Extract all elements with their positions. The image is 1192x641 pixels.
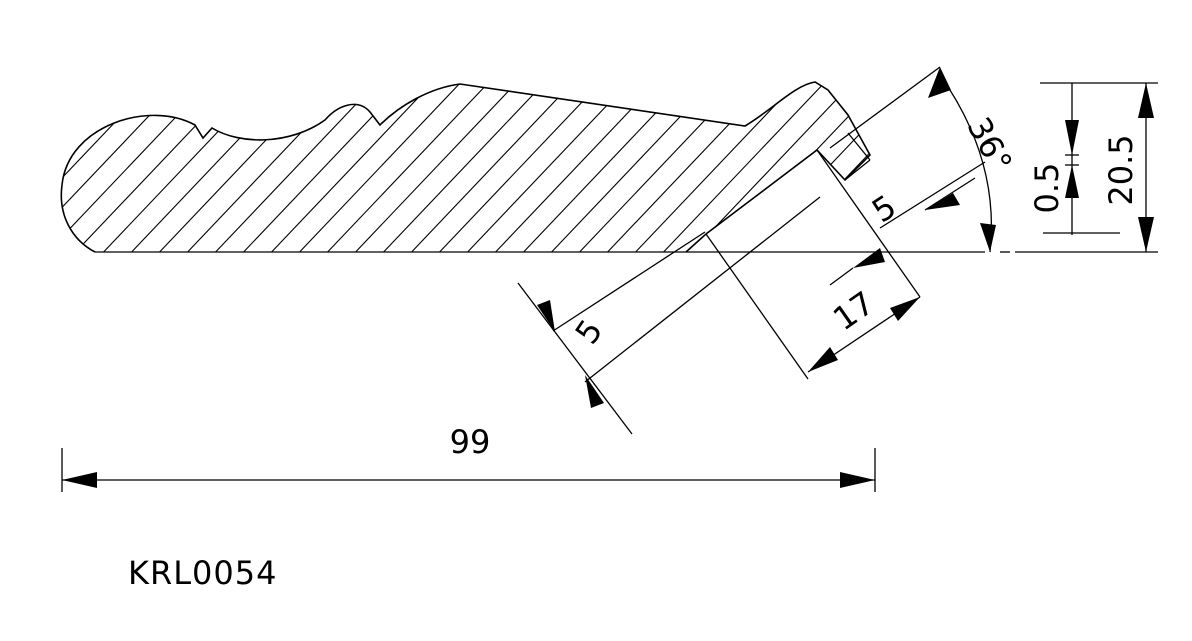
overall-height-arrow-bottom xyxy=(1138,217,1154,252)
hatch-line xyxy=(291,82,483,252)
overall-width-arrow-left xyxy=(62,472,97,488)
notch-arrow-upper xyxy=(925,193,960,210)
hatch-line xyxy=(347,82,539,252)
lip-height-label: 0.5 xyxy=(1028,163,1066,214)
length-arrow-left xyxy=(808,347,838,372)
hatch-line xyxy=(151,82,343,252)
hatch-line xyxy=(61,82,175,252)
length-arrow-right xyxy=(890,297,920,321)
angle-extension-lines xyxy=(552,66,986,383)
notch-dimension-label: 5 xyxy=(865,187,903,230)
notch-dim-leader xyxy=(829,267,854,286)
hatch-line xyxy=(61,82,231,252)
hatch-line xyxy=(61,82,119,252)
hatch-line xyxy=(459,82,651,252)
hatch-line xyxy=(515,82,707,252)
length-dimension-label: 17 xyxy=(826,284,881,338)
overall-height-label: 20.5 xyxy=(1102,134,1140,205)
hatch-line xyxy=(431,82,623,252)
hatch-line xyxy=(61,82,203,252)
hatch-line xyxy=(235,82,427,252)
hatch-line xyxy=(627,82,819,252)
width-dimension-label: 5 xyxy=(568,312,611,350)
hatch-line xyxy=(207,82,399,252)
angle-arrow-top xyxy=(928,67,951,98)
hatch-line xyxy=(571,82,763,252)
notch-arrow-lower xyxy=(853,248,885,268)
hatch-line xyxy=(179,82,371,252)
hatch-line xyxy=(95,82,287,252)
hatch-line xyxy=(375,82,567,252)
hatch-line xyxy=(599,82,791,252)
hatch-line xyxy=(936,60,1126,260)
width-arrow-lower xyxy=(585,375,604,408)
hatch-line xyxy=(739,82,871,252)
hatch-line xyxy=(543,82,735,252)
hatch-line xyxy=(61,82,91,252)
lip-arrow-top xyxy=(1065,120,1079,155)
hatch-line xyxy=(263,82,455,252)
lip-arrow-bottom xyxy=(1065,165,1079,198)
hatch-line xyxy=(0,60,6,260)
notch-dim-line xyxy=(924,177,976,211)
hatch-line xyxy=(123,82,315,252)
groove-outline xyxy=(705,132,921,380)
overall-width-label: 99 xyxy=(450,423,491,461)
profile-outline xyxy=(60,81,871,253)
width-dim-line xyxy=(517,282,633,435)
hatch-line xyxy=(1160,60,1192,260)
part-code-label: KRL0054 xyxy=(128,554,277,592)
hatch-line xyxy=(61,82,63,252)
overall-height-arrow-top xyxy=(1138,83,1154,118)
hatch-line xyxy=(0,60,34,260)
angle-dimension-label: 36° xyxy=(960,111,1020,179)
hatch-line xyxy=(487,82,679,252)
angle-arrow-bottom xyxy=(980,223,996,252)
hatch-line xyxy=(319,82,511,252)
hatch-line xyxy=(992,60,1182,260)
width-arrow-upper xyxy=(537,300,555,332)
hatch-line xyxy=(67,82,259,252)
hatch-line xyxy=(655,82,847,252)
overall-width-arrow-right xyxy=(840,472,875,488)
hatch-line xyxy=(1188,60,1192,260)
